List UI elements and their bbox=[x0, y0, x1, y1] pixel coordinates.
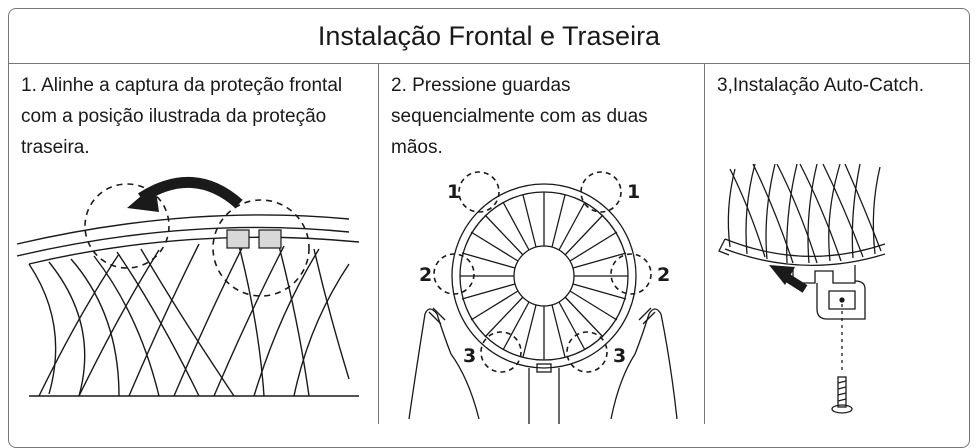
step-3-text: 3,Instalação Auto-Catch. bbox=[717, 75, 925, 96]
press-order-label: 3 bbox=[463, 345, 476, 367]
straight-arrow-icon bbox=[769, 265, 808, 293]
curved-arrow-icon bbox=[127, 176, 243, 212]
page-title: Instalação Frontal e Traseira bbox=[9, 9, 969, 64]
press-order-label: 1 bbox=[447, 181, 460, 203]
step-2-panel: 2. Pressione guardas sequencialmente com… bbox=[379, 64, 705, 424]
guard-press-illustration: 1 1 2 2 3 3 bbox=[408, 171, 678, 424]
guard-alignment-illustration bbox=[16, 176, 360, 397]
press-order-label: 3 bbox=[613, 345, 626, 367]
step-3-panel: 3,Instalação Auto-Catch. bbox=[705, 64, 969, 424]
step-1-panel: 1. Alinhe a captura da proteção frontal … bbox=[9, 64, 379, 424]
press-order-label: 2 bbox=[657, 264, 670, 286]
auto-catch-illustration bbox=[718, 163, 886, 414]
screw-icon bbox=[831, 376, 853, 414]
step-1-text: 1. Alinhe a captura da proteção frontal … bbox=[21, 75, 343, 158]
press-order-label: 1 bbox=[627, 181, 640, 203]
press-order-label: 2 bbox=[419, 264, 432, 286]
step-2-text: 2. Pressione guardas sequencialmente com… bbox=[391, 75, 648, 158]
